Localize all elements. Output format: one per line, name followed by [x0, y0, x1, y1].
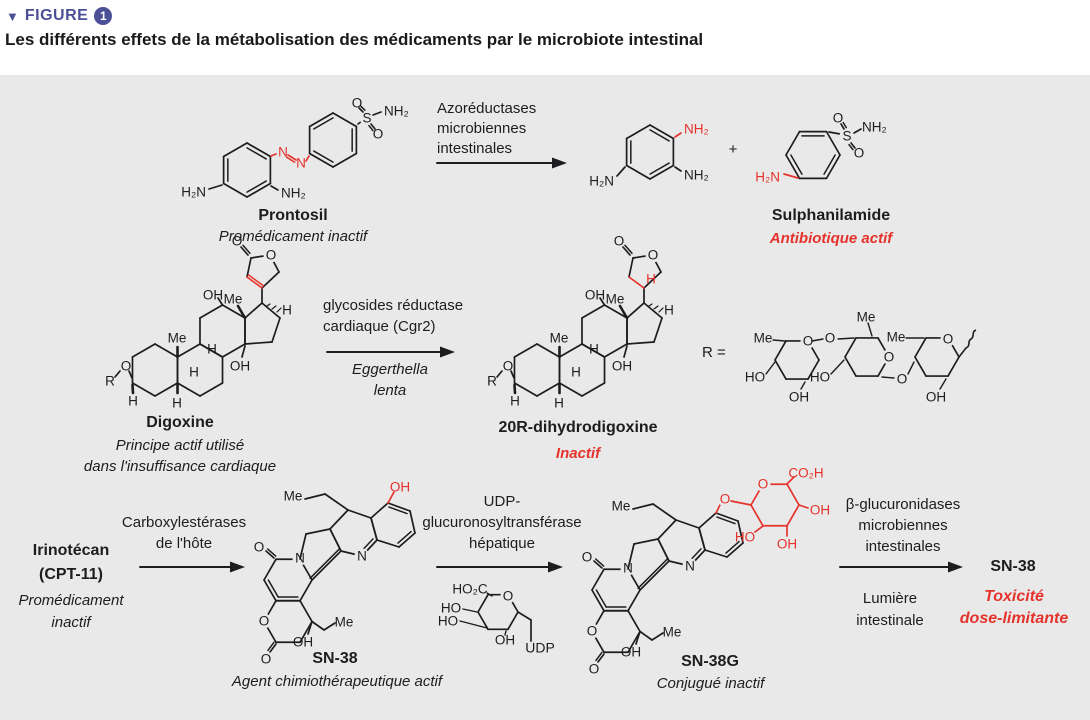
- prontosil-desc: Promédicament inactif: [218, 228, 368, 245]
- figure-number-badge: 1: [94, 7, 113, 25]
- digoxine-name: Digoxine: [146, 414, 214, 431]
- carboxylesterases-label: Carboxylestérases de l'hôte: [121, 514, 247, 552]
- sulphanilamide-name: Sulphanilamide: [771, 207, 891, 224]
- sn38-desc: Agent chimiothérapeutique actif: [231, 673, 443, 690]
- eggerthella-label: Eggerthella lenta: [352, 361, 428, 399]
- dihydrodigoxine-desc: Inactif: [555, 445, 601, 462]
- sn38-final-desc: Toxicité dose-limitante: [959, 588, 1069, 627]
- irinotecan-name: Irinotécan (CPT-11): [32, 542, 110, 583]
- udp-glucuronosyltransferase-label: UDP- glucuronosyltransférase hépatique: [422, 493, 582, 552]
- digoxine-desc: Principe actif utilisé dans l'insuffisan…: [83, 437, 277, 475]
- sn38-final-name: SN-38: [990, 558, 1036, 575]
- sulphanilamide-desc: Antibiotique actif: [769, 230, 893, 247]
- figure-header[interactable]: ▼ FIGURE 1: [6, 7, 113, 25]
- r-equals-label: R =: [702, 344, 726, 361]
- glycosides-label: glycosides réductase cardiaque (Cgr2): [323, 297, 464, 335]
- prontosil-name: Prontosil: [258, 207, 328, 224]
- beta-glucuronidases-label: β-glucuronidases microbiennes intestinal…: [845, 496, 961, 555]
- sn38-name: SN-38: [312, 650, 358, 667]
- dihydrodigoxine-name: 20R-dihydrodigoxine: [498, 419, 658, 436]
- irinotecan-desc: Promédicament inactif: [18, 592, 124, 631]
- collapse-triangle-icon: ▼: [6, 8, 19, 24]
- lumiere-intestinale-label: Lumière intestinale: [856, 590, 924, 629]
- figure-label: FIGURE: [24, 7, 89, 24]
- plus-sign: +: [728, 141, 738, 158]
- figure-title: Les différents effets de la métabolisati…: [5, 30, 704, 49]
- sn38g-name: SN-38G: [681, 653, 739, 670]
- figure-panel: [0, 75, 1090, 720]
- sn38g-desc: Conjugué inactif: [656, 675, 765, 692]
- azoreductases-label: Azoréductases microbiennes intestinales: [437, 100, 537, 157]
